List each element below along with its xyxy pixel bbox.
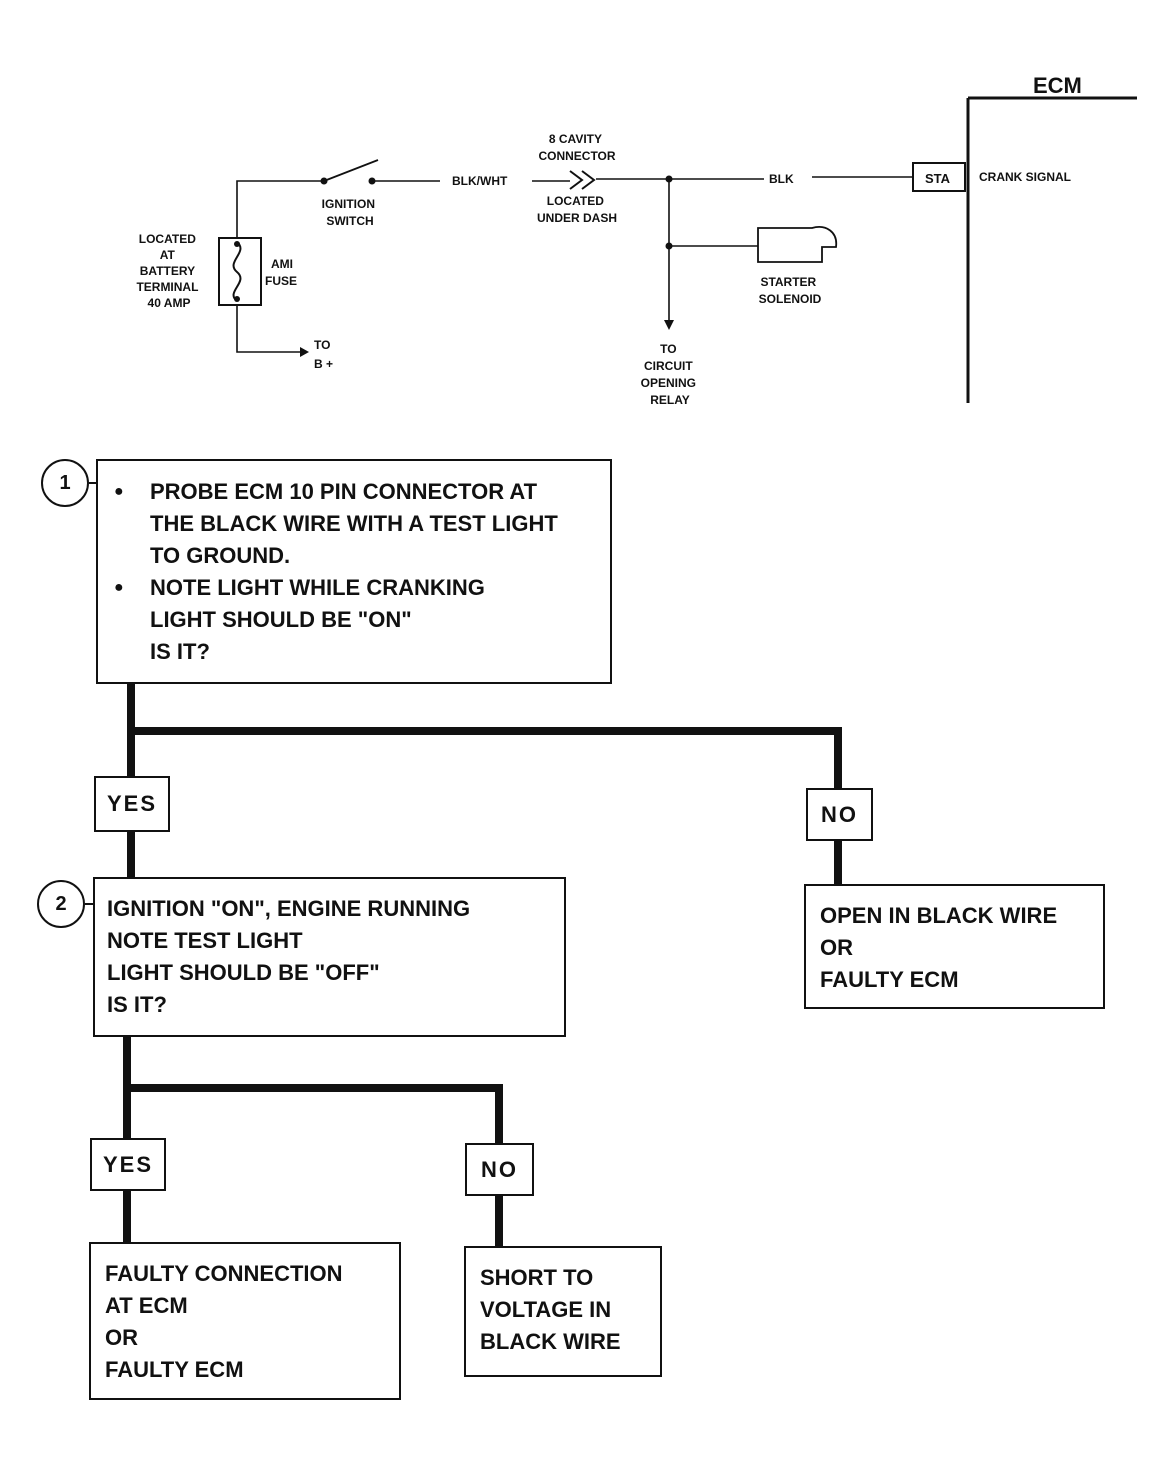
- blk-wht-wire-label: BLK/WHT: [452, 174, 508, 188]
- step2-number-badge: 2: [37, 880, 85, 928]
- result-yes2-line3: OR: [105, 1325, 138, 1350]
- step1-bullet2-line2: LIGHT SHOULD BE "ON": [150, 607, 412, 632]
- step2-line4: IS IT?: [107, 992, 167, 1017]
- flowchart-connectors: [123, 679, 842, 1250]
- result-no2-line1: SHORT TO: [480, 1265, 594, 1290]
- ami-fuse-label: AMI FUSE: [265, 257, 297, 288]
- step1-bullet1-line3: TO GROUND.: [150, 543, 291, 568]
- result-no1-line2: OR: [820, 935, 853, 960]
- ecm-outline: [966, 96, 1137, 403]
- result-no1-line1: OPEN IN BLACK WIRE: [820, 903, 1058, 928]
- step1-box: PROBE ECM 10 PIN CONNECTOR AT THE BLACK …: [96, 459, 612, 684]
- result-yes2-line1: FAULTY CONNECTION: [105, 1261, 343, 1286]
- no1-label: NO: [821, 801, 858, 827]
- result-no1-line3: FAULTY ECM: [820, 967, 959, 992]
- crank-signal-label: CRANK SIGNAL: [979, 170, 1071, 184]
- branch-wires: [668, 179, 758, 320]
- result-yes2-box: FAULTY CONNECTION AT ECM OR FAULTY ECM: [89, 1242, 401, 1400]
- yes1-tag: YES: [94, 776, 170, 832]
- fuse-element-icon: [232, 241, 242, 302]
- connector-name-label: 8 CAVITY CONNECTOR: [538, 132, 615, 163]
- result-no2-box: SHORT TO VOLTAGE IN BLACK WIRE: [464, 1246, 662, 1377]
- result-no1-box: OPEN IN BLACK WIRE OR FAULTY ECM: [804, 884, 1105, 1009]
- step1-bullet1-line2: THE BLACK WIRE WITH A TEST LIGHT: [150, 511, 558, 536]
- main-wire: [372, 176, 913, 182]
- step1-bullet1-line1: PROBE ECM 10 PIN CONNECTOR AT: [150, 479, 538, 504]
- sta-pin-box: [912, 162, 966, 192]
- ignition-switch-icon: [323, 159, 379, 182]
- yes2-tag: YES: [90, 1138, 166, 1191]
- no1-tag: NO: [806, 788, 873, 841]
- yes2-label: YES: [102, 1151, 154, 1177]
- fuse-terminal-top: [234, 241, 240, 247]
- no2-tag: NO: [465, 1143, 534, 1196]
- step2-line1: IGNITION "ON", ENGINE RUNNING: [107, 896, 471, 921]
- result-yes2-line4: FAULTY ECM: [105, 1357, 244, 1382]
- result-yes2-line2: AT ECM: [105, 1293, 188, 1318]
- step1-bullet2-line3: IS IT?: [150, 639, 210, 664]
- step2-number: 2: [55, 892, 67, 915]
- connector-icon: [569, 170, 596, 190]
- result-no2-line2: VOLTAGE IN: [480, 1297, 612, 1322]
- step2-line3: LIGHT SHOULD BE "OFF": [107, 960, 380, 985]
- step1-number-badge: 1: [41, 459, 89, 507]
- ignition-switch-label: IGNITION SWITCH: [322, 197, 379, 228]
- step1-bullet1: PROBE ECM 10 PIN CONNECTOR AT THE BLACK …: [98, 476, 610, 572]
- step1-bullet2: NOTE LIGHT WHILE CRANKING LIGHT SHOULD B…: [98, 572, 610, 668]
- blk-wire-label: BLK: [769, 172, 794, 186]
- no2-label: NO: [481, 1156, 518, 1182]
- to-relay-arrow: [664, 320, 674, 330]
- ecm-title: ECM: [1033, 73, 1082, 98]
- fuse-terminal-bottom: [234, 296, 240, 302]
- sta-pin-label: STA: [925, 171, 951, 186]
- step1-bullet2-line1: NOTE LIGHT WHILE CRANKING: [150, 575, 485, 600]
- to-relay-label: TO CIRCUIT OPENING RELAY: [641, 342, 700, 407]
- to-b-plus-label: TO B +: [314, 338, 334, 371]
- result-no2-line3: BLACK WIRE: [480, 1329, 621, 1354]
- connector-location-label: LOCATED UNDER DASH: [537, 194, 617, 225]
- step1-number: 1: [59, 471, 71, 494]
- fuse-location-label: LOCATED AT BATTERY TERMINAL 40 AMP: [136, 232, 201, 310]
- to-b-plus-arrow: [300, 347, 309, 357]
- yes1-label: YES: [106, 791, 158, 816]
- starter-solenoid-label: STARTER SOLENOID: [759, 275, 822, 306]
- step2-box: IGNITION "ON", ENGINE RUNNING NOTE TEST …: [93, 877, 566, 1037]
- starter-solenoid-icon: [757, 226, 838, 263]
- fuse-circuit-wires: [236, 180, 322, 353]
- step2-line2: NOTE TEST LIGHT: [107, 928, 303, 953]
